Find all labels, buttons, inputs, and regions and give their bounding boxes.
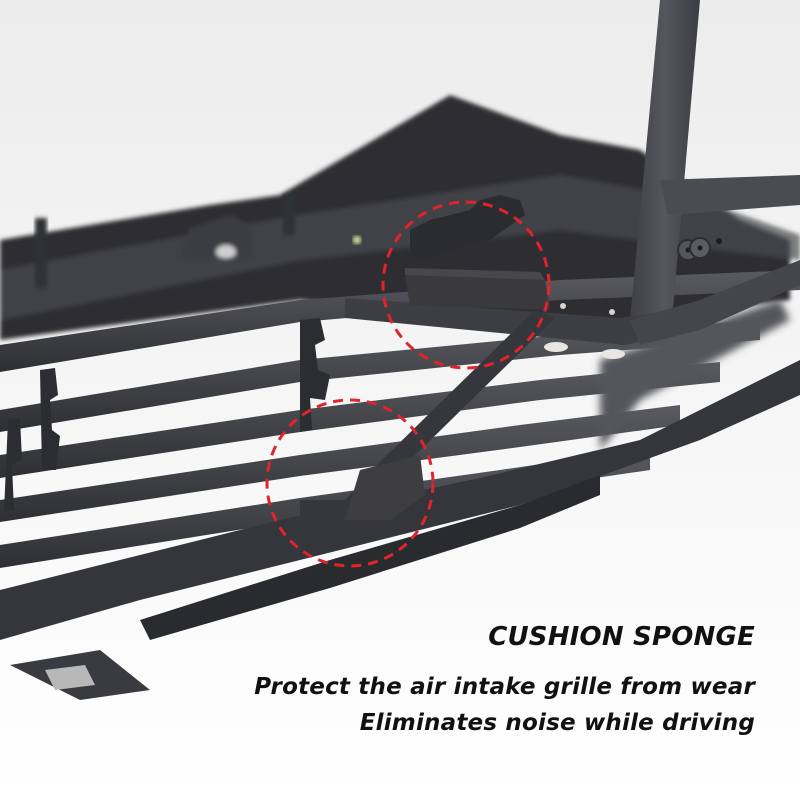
mounting-tab-left [180, 215, 255, 259]
retaining-clip [410, 195, 525, 260]
mounting-post-center [283, 195, 295, 235]
highlight-circle-lower [265, 398, 435, 568]
highlight-circle-upper [381, 200, 551, 370]
grille-right-edge [600, 300, 790, 450]
bracket-bolts [544, 237, 722, 359]
green-marker [353, 236, 361, 244]
caption-title: CUSHION SPONGE [488, 622, 755, 652]
mounting-bracket [300, 0, 800, 520]
grille-ribs [4, 318, 330, 512]
cushion-sponge-lower [345, 455, 425, 520]
mounting-post-left [35, 218, 47, 288]
caption-line-1: Protect the air intake grille from wear [254, 674, 755, 700]
caption-line-2: Eliminates noise while driving [359, 710, 755, 736]
cushion-sponge-upper [405, 268, 550, 310]
